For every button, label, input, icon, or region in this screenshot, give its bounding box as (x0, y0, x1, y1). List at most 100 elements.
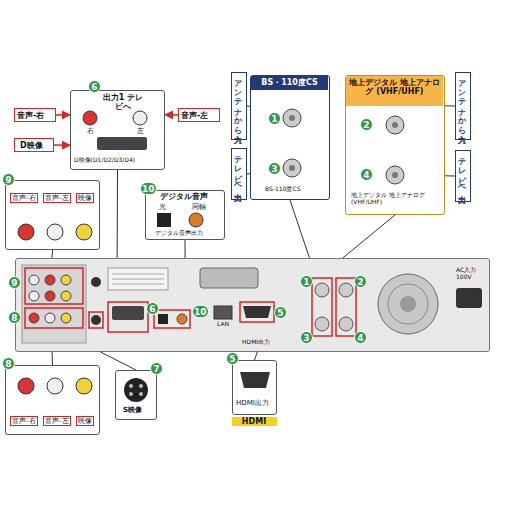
leader-line (290, 200, 310, 258)
node-text: アンテナから入力 (457, 75, 466, 129)
callout-box: S映像 (115, 370, 157, 420)
node-text: 音声-左 (43, 416, 71, 426)
leader-line (445, 175, 455, 176)
node-text: HDMI出力 (236, 399, 269, 407)
s-video-pin (129, 392, 133, 396)
node-text: 音声-右 (10, 193, 38, 203)
node-text: 映像 (76, 193, 94, 203)
coaxial-jack (189, 213, 203, 227)
callout-box: デジタル音声光 同軸デジタル音声出力 (145, 190, 225, 240)
leader-line (185, 240, 186, 258)
hdmi-jack (240, 372, 270, 388)
node-text: BS・110度CS (251, 76, 328, 90)
callout-number: 2 (360, 118, 373, 131)
optical-jack (158, 314, 168, 324)
node-text: デジタル音声出力 (155, 230, 203, 237)
node-text: LAN (217, 321, 229, 328)
node-text: 音声-右 (17, 111, 44, 120)
highlight-box (108, 302, 148, 332)
node-text: 音声-右 (10, 416, 38, 426)
optical-jack (157, 213, 171, 227)
fan-hub (400, 296, 416, 312)
yellow-jack (61, 313, 71, 323)
s-video-jack (91, 315, 101, 325)
cooling-fan (378, 274, 438, 334)
leader-line (343, 215, 395, 258)
callout-number: 1 (268, 112, 281, 125)
node-text: HDMI出力 (242, 339, 270, 346)
callout-number: 9 (8, 276, 21, 289)
red-jack (45, 291, 55, 301)
antenna-connector (283, 109, 301, 127)
white-jack (29, 291, 39, 301)
connector-pin (289, 165, 295, 171)
leader-line (101, 352, 137, 370)
d-sub-connector (200, 268, 258, 288)
device-panel: LANHDMI出力AC入力 100V (15, 258, 490, 352)
white-jack (45, 313, 55, 323)
callout-number: 5 (226, 352, 239, 365)
highlight-box (240, 302, 274, 322)
node-text: アンテナから入力 (233, 75, 242, 129)
highlight-box (25, 268, 83, 304)
red-jack (83, 111, 97, 125)
callout-number: 10 (192, 305, 209, 318)
node-text: テレビへ出力 (457, 153, 466, 189)
yellow-jack (76, 378, 92, 394)
s-video-pin (129, 384, 133, 388)
white-jack (29, 275, 39, 285)
node-text: 同軸 (192, 203, 206, 211)
leader-line (117, 170, 118, 258)
callout-number: 3 (268, 162, 281, 175)
node-text: 地上デジタル 地上アナログ (VHF/UHF) (346, 76, 443, 106)
callout-artwork (18, 109, 404, 402)
highlight-box (89, 312, 103, 328)
callout-number: 10 (140, 182, 157, 195)
label-plate (108, 268, 168, 290)
callout-number: 8 (2, 357, 15, 370)
antenna-box: 地上デジタル 地上アナログ (VHF/UHF) 地上デジタル 地上アナログ(VHF… (345, 75, 445, 215)
node-text: 光 (159, 203, 166, 211)
antenna-connector (339, 317, 353, 331)
white-jack (47, 224, 63, 240)
yellow-jack (61, 275, 71, 285)
callout-number: 9 (2, 173, 15, 186)
node-text: HDMI (232, 417, 277, 426)
callout-number: 3 (300, 331, 313, 344)
callout-number: 4 (360, 168, 373, 181)
s-video-jack (124, 378, 148, 402)
connector-pin (289, 115, 295, 121)
node-text: 音声-左 (181, 111, 208, 120)
highlight-box (312, 278, 332, 336)
node-text: 地上デジタル 地上アナログ(VHF/UHF) (351, 192, 441, 206)
side-label: アンテナから入力 (231, 72, 247, 140)
side-label: テレビへ出力 (231, 148, 247, 200)
callout-number: 1 (300, 275, 313, 288)
hdmi-jack (243, 306, 271, 318)
node-text: デジタル音声 (160, 192, 208, 201)
jack-label: 音声-右 (14, 108, 56, 122)
callout-box: 音声-右音声-左映像 (5, 180, 100, 250)
leader-line (52, 352, 53, 365)
side-label: テレビへ出力 (455, 150, 471, 202)
connector-pin (392, 122, 398, 128)
node-text: 左 (137, 127, 144, 135)
highlight-box (154, 310, 190, 328)
highlight-box (336, 278, 356, 336)
red-jack (29, 313, 39, 323)
leader-line (165, 114, 178, 116)
callout-box: HDMI出力HDMI (232, 360, 277, 415)
ac-inlet (456, 288, 482, 308)
white-jack (47, 378, 63, 394)
highlight-box (25, 308, 83, 328)
red-jack (18, 224, 34, 240)
connector-pin (392, 172, 398, 178)
callout-number: 6 (146, 302, 159, 315)
callout-box: 音声-右音声-左映像 (5, 365, 100, 435)
antenna-box: BS・110度CSBS-110度CS (250, 75, 330, 200)
leader-line (247, 173, 250, 174)
node-text: 右 (87, 127, 94, 135)
antenna-connector (386, 116, 404, 134)
node-text: 出力1 テレビへ (101, 93, 145, 111)
s-video-pin (139, 392, 143, 396)
